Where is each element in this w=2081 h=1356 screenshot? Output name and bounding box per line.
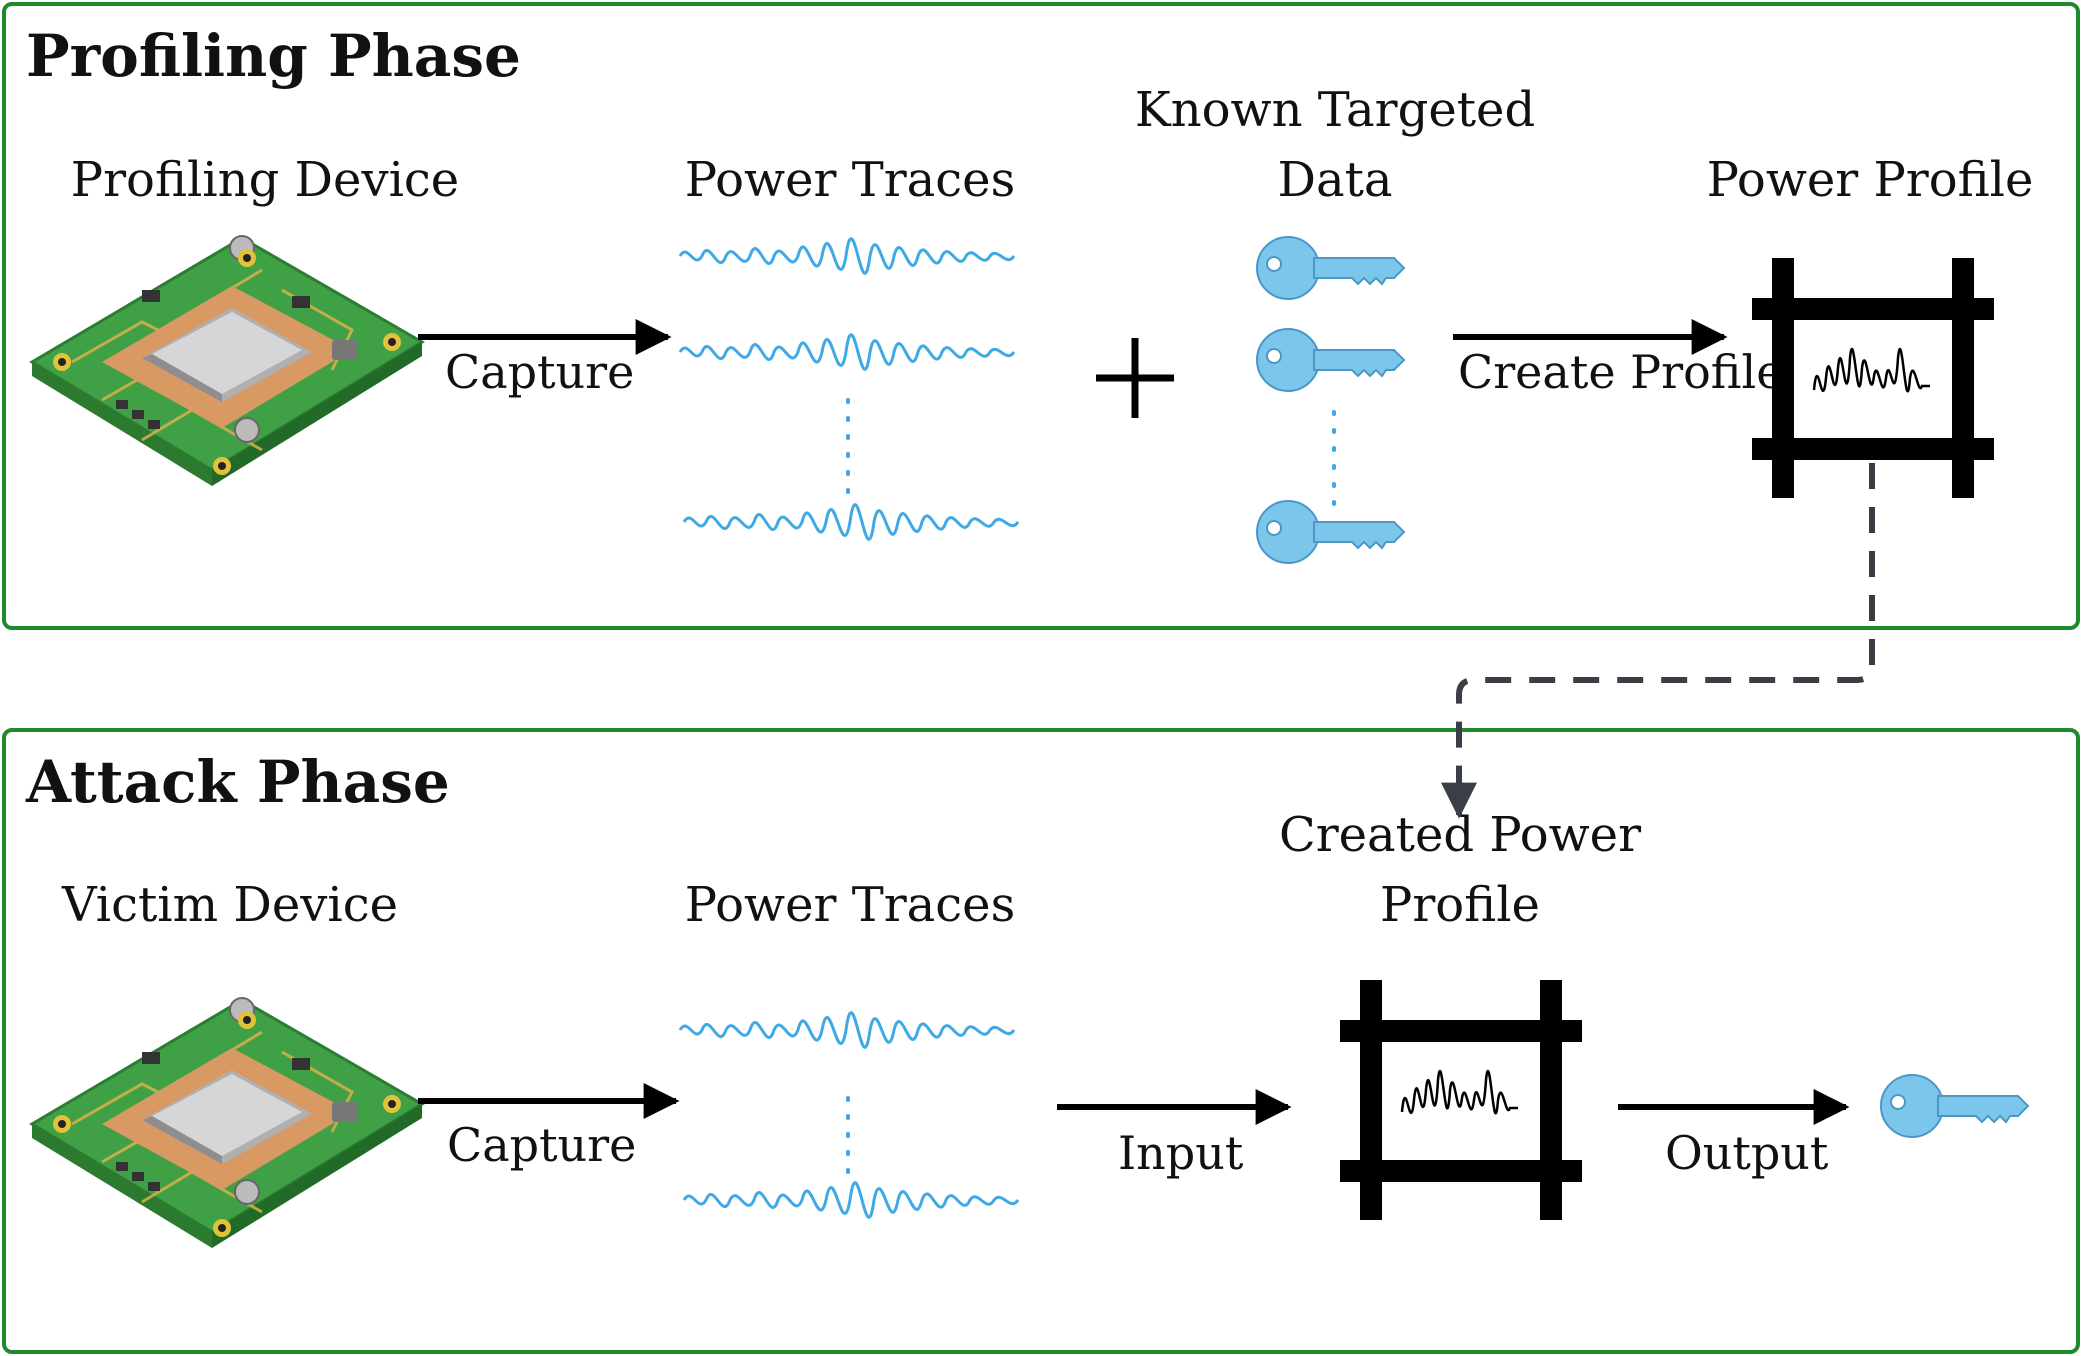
victim-device-chip-icon [30, 996, 424, 1250]
known-data-key-icon-1 [1256, 236, 1405, 300]
attack-trace-2 [682, 1181, 1020, 1219]
attack-capture-label: Capture [447, 1118, 637, 1172]
profiling-phase-title: Profiling Phase [26, 22, 521, 90]
attack-phase-panel [2, 728, 2080, 1354]
known-data-label-line2: Data [1277, 152, 1393, 208]
input-label: Input [1118, 1126, 1244, 1180]
attack-phase-title: Attack Phase [26, 748, 450, 816]
profiling-capture-label: Capture [445, 345, 635, 399]
create-profile-label: Create Profile [1458, 345, 1784, 399]
known-data-label-line1: Known Targeted [1134, 82, 1536, 138]
output-key-icon [1880, 1074, 2029, 1138]
profiling-trace-3 [682, 503, 1020, 541]
known-data-key-icon-2 [1256, 328, 1405, 392]
created-profile-label-line2: Profile [1380, 877, 1540, 933]
profiling-phase-panel [2, 2, 2080, 630]
profiling-traces-label: Power Traces [684, 152, 1016, 208]
victim-device-label: Victim Device [61, 877, 399, 933]
profiling-device-label: Profiling Device [70, 152, 460, 208]
created-power-profile-icon [1338, 978, 1584, 1222]
known-data-key-icon-3 [1256, 500, 1405, 564]
attack-traces-label: Power Traces [684, 877, 1016, 933]
attack-trace-1 [678, 1011, 1016, 1049]
profile-transfer-connector [1441, 463, 1875, 819]
power-profile-label: Power Profile [1706, 152, 2034, 208]
profiling-device-chip-icon [30, 234, 424, 488]
output-label: Output [1665, 1126, 1829, 1180]
profiling-trace-2 [678, 333, 1016, 371]
profiling-trace-1 [678, 237, 1016, 275]
power-profile-icon [1750, 256, 1996, 500]
